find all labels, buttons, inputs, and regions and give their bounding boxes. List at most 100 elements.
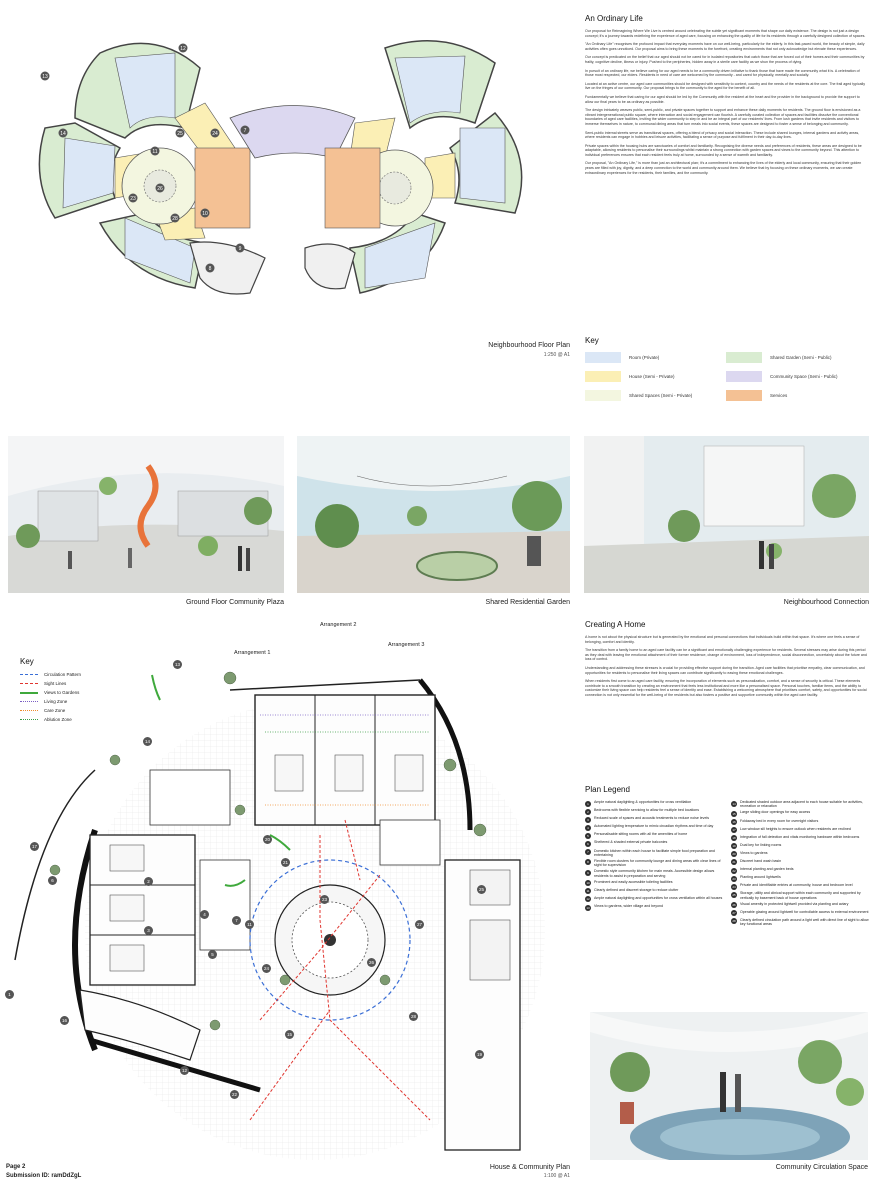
house-plan-caption: House & Community Plan 1:100 @ A1: [440, 1164, 570, 1179]
svg-text:10: 10: [202, 211, 208, 217]
submission-id: Submission ID: ramDdZgL: [6, 1173, 82, 1179]
paragraph: Our proposal for Reimagining Where We Li…: [585, 29, 866, 38]
caption-circulation: Community Circulation Space: [775, 1164, 868, 1171]
arrangement-2-label: Arrangement 2: [320, 622, 357, 628]
svg-text:25: 25: [177, 131, 183, 137]
key-label: Care Zone: [44, 708, 66, 713]
left-cluster: [38, 42, 266, 295]
paragraph: Fundamentally we believe that caring for…: [585, 94, 860, 104]
house-plan-title: House & Community Plan: [489, 1164, 570, 1171]
plan-number: 15: [285, 1030, 294, 1039]
caption-plaza: Ground Floor Community Plaza: [185, 599, 284, 606]
neighbourhood-floor-plan: 12 13 14 24 25 7 11 26 23 28 10 9 8: [5, 8, 577, 338]
render-connection: [584, 436, 869, 593]
svg-text:28: 28: [172, 216, 178, 222]
render-garden: [297, 436, 570, 593]
key-living-zone: Living Zone: [20, 699, 130, 704]
legend-title: Plan Legend: [585, 785, 630, 794]
key-item-house: House (Semi - Private): [585, 371, 726, 382]
svg-text:24: 24: [212, 131, 218, 137]
ordinary-life-section: An Ordinary Life Our proposal for Reimag…: [585, 14, 867, 179]
plan-number: 10: [200, 208, 210, 218]
plan-number: 8: [205, 263, 215, 273]
plan-number: 4: [200, 910, 209, 919]
swatch: [585, 352, 621, 363]
plan-number: 28: [409, 1012, 418, 1021]
svg-text:23: 23: [130, 196, 136, 202]
svg-text:9: 9: [239, 246, 242, 252]
plan-number: 19: [475, 1050, 484, 1059]
swatch: [726, 352, 762, 363]
swatch: [726, 371, 762, 382]
svg-text:8: 8: [209, 266, 212, 272]
plan-number: 2: [144, 877, 153, 886]
svg-text:26: 26: [157, 186, 163, 192]
plan-number: 3: [144, 926, 153, 935]
plan-number: 12: [180, 1066, 189, 1075]
arrangement-1-label: Arrangement 1: [234, 650, 271, 656]
key-label: Community Space (Semi - Public): [770, 374, 838, 379]
key-label: Sight Lines: [44, 681, 67, 686]
plan-number: 14: [143, 737, 152, 746]
key-circulation: Circulation Pattern: [20, 672, 130, 677]
paragraph: A home is not about the physical structu…: [585, 635, 860, 644]
plan-number: 22: [230, 1090, 239, 1099]
key-views: Views to Gardens: [20, 690, 130, 695]
key-label: Services: [770, 393, 788, 398]
creating-home-section: Creating A Home A home is not about the …: [585, 620, 867, 702]
key-care-zone: Care Zone: [20, 708, 130, 713]
key-plan-title: Key: [20, 657, 34, 666]
section-title: An Ordinary Life: [585, 14, 643, 23]
plan-number: 26: [367, 958, 376, 967]
key-label: Views to Gardens: [44, 690, 80, 695]
plan-number: 7: [240, 125, 250, 135]
svg-text:11: 11: [152, 149, 157, 155]
plan-number: 27: [415, 920, 424, 929]
paragraph: Our proposal, "An Ordinary Life," is mor…: [585, 161, 862, 175]
svg-text:13: 13: [42, 74, 48, 80]
key-plan: Key Circulation Pattern Sight Lines View…: [20, 657, 130, 726]
key-title: Key: [585, 336, 599, 345]
swatch: [585, 390, 621, 401]
key-item-shared: Shared Spaces (Semi - Private): [585, 390, 726, 401]
footer: Page 2 Submission ID: ramDdZgL: [6, 1164, 81, 1179]
key-item-garden: Shared Garden (Semi - Public): [726, 352, 867, 363]
plan-number: 7: [232, 916, 241, 925]
plan-number: 23: [320, 895, 329, 904]
key-item-room: Room (Private): [585, 352, 726, 363]
house-plan-scale: 1:100 @ A1: [543, 1173, 570, 1179]
plan-number: 6: [48, 876, 57, 885]
paragraph: Semi-public internal streets serve as tr…: [585, 130, 860, 140]
key-item-services: Services: [726, 390, 867, 401]
key-label: House (Semi - Private): [629, 374, 675, 379]
plan-number: 9: [235, 243, 245, 253]
floor-plan-scale: 1:250 @ A1: [543, 352, 570, 358]
swatch: [726, 390, 762, 401]
plan-number: 17: [30, 842, 39, 851]
right-cluster: [304, 39, 523, 294]
plan-number: 21: [281, 858, 290, 867]
floor-plan-title: Neighbourhood Floor Plan: [488, 342, 570, 349]
caption-connection: Neighbourhood Connection: [783, 599, 869, 606]
plan-number: 1: [5, 990, 14, 999]
plan-number: 20: [263, 835, 272, 844]
plan-number: 25: [477, 885, 486, 894]
